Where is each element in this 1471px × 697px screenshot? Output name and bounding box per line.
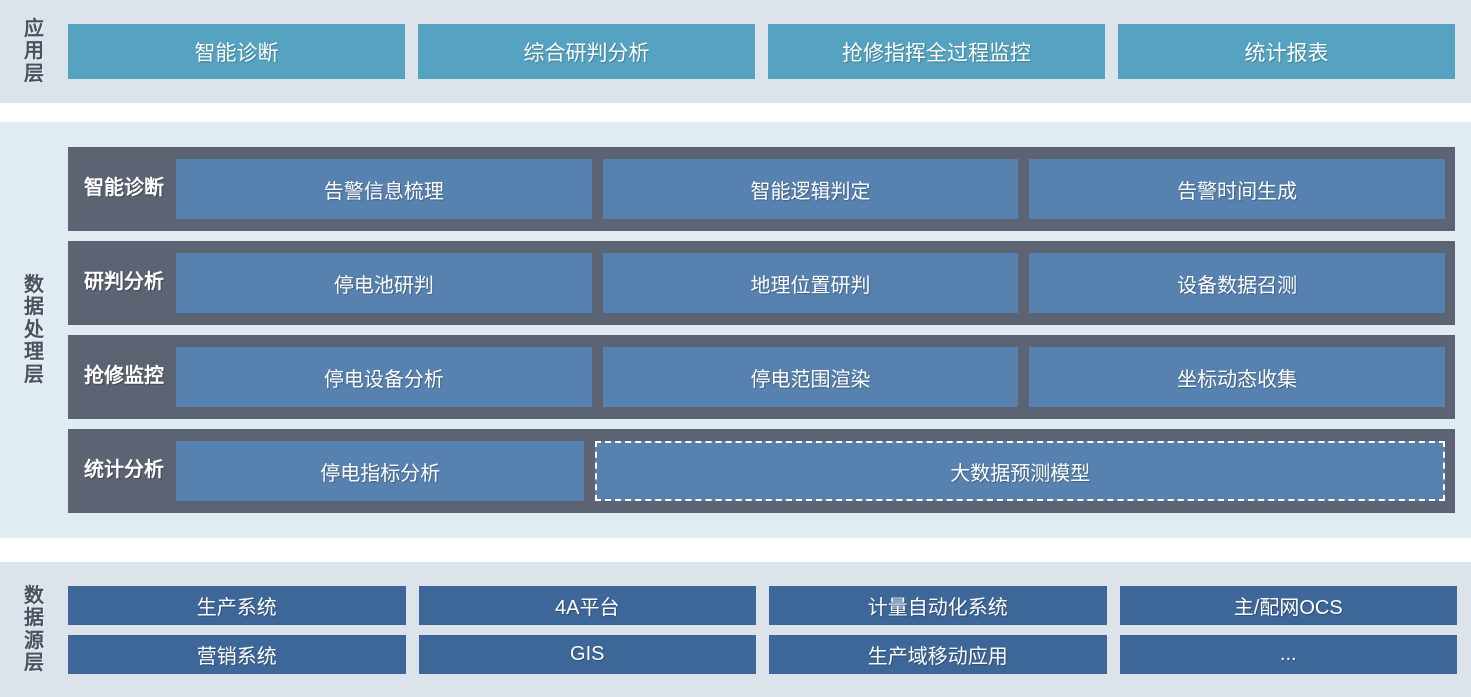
app-box-repair-command-monitoring[interactable]: 抢修指挥全过程监控 bbox=[768, 24, 1105, 79]
source-box-marketing-system[interactable]: 营销系统 bbox=[68, 634, 406, 674]
source-box-gis[interactable]: GIS bbox=[418, 634, 756, 674]
process-cell-outage-range-rendering[interactable]: 停电范围渲染 bbox=[602, 347, 1019, 407]
data-source-row-2: 营销系统 GIS 生产域移动应用 ... bbox=[68, 634, 1457, 674]
process-cell-outage-device-analysis[interactable]: 停电设备分析 bbox=[176, 347, 592, 407]
app-box-intelligent-diagnosis[interactable]: 智能诊断 bbox=[68, 24, 405, 79]
application-layer-band: 应用层 智能诊断 综合研判分析 抢修指挥全过程监控 统计报表 bbox=[0, 0, 1471, 103]
process-row-cells: 告警信息梳理 智能逻辑判定 告警时间生成 bbox=[176, 159, 1446, 219]
source-box-main-distribution-ocs[interactable]: 主/配网OCS bbox=[1119, 585, 1457, 625]
process-row-label-judgement-analysis: 研判分析 bbox=[84, 271, 164, 294]
process-cell-geographic-location-judgement[interactable]: 地理位置研判 bbox=[602, 253, 1019, 313]
data-processing-layer-title-text: 数据处理层 bbox=[24, 274, 44, 386]
process-row-repair-monitoring: 抢修监控 停电设备分析 停电范围渲染 坐标动态收集 bbox=[68, 335, 1455, 419]
app-box-statistical-report[interactable]: 统计报表 bbox=[1118, 24, 1455, 79]
app-box-comprehensive-analysis[interactable]: 综合研判分析 bbox=[418, 24, 755, 79]
process-row-label-repair-monitoring: 抢修监控 bbox=[84, 365, 164, 388]
process-row-cells: 停电设备分析 停电范围渲染 坐标动态收集 bbox=[176, 347, 1446, 407]
data-source-layer-title: 数据源层 bbox=[0, 562, 68, 697]
process-cell-outage-indicator-analysis[interactable]: 停电指标分析 bbox=[176, 441, 585, 501]
process-row-statistical-analysis: 统计分析 停电指标分析 大数据预测模型 bbox=[68, 429, 1455, 513]
data-processing-layer-title: 数据处理层 bbox=[0, 122, 68, 538]
data-source-boxes: 生产系统 4A平台 计量自动化系统 主/配网OCS 营销系统 GIS 生产域移动… bbox=[68, 562, 1471, 697]
process-cell-coordinate-dynamic-collection[interactable]: 坐标动态收集 bbox=[1029, 347, 1446, 407]
source-box-4a-platform[interactable]: 4A平台 bbox=[418, 585, 756, 625]
application-layer-title: 应用层 bbox=[0, 0, 68, 103]
data-source-layer-band: 数据源层 生产系统 4A平台 计量自动化系统 主/配网OCS 营销系统 GIS … bbox=[0, 562, 1471, 697]
process-cell-bigdata-prediction-model[interactable]: 大数据预测模型 bbox=[595, 441, 1445, 501]
process-cell-device-data-polling[interactable]: 设备数据召测 bbox=[1029, 253, 1446, 313]
process-row-label-statistical-analysis: 统计分析 bbox=[84, 459, 164, 482]
source-box-more[interactable]: ... bbox=[1119, 634, 1457, 674]
process-row-intelligent-diagnosis: 智能诊断 告警信息梳理 智能逻辑判定 告警时间生成 bbox=[68, 147, 1455, 231]
data-processing-rows: 智能诊断 告警信息梳理 智能逻辑判定 告警时间生成 研判分析 停电池研判 地理位… bbox=[68, 122, 1471, 538]
process-cell-outage-pool-judgement[interactable]: 停电池研判 bbox=[176, 253, 592, 313]
process-row-label-intelligent-diagnosis: 智能诊断 bbox=[84, 177, 164, 200]
data-source-row-1: 生产系统 4A平台 计量自动化系统 主/配网OCS bbox=[68, 585, 1457, 625]
process-row-cells: 停电池研判 地理位置研判 设备数据召测 bbox=[176, 253, 1446, 313]
application-layer-title-text: 应用层 bbox=[24, 17, 44, 85]
process-cell-intelligent-logic-judgement[interactable]: 智能逻辑判定 bbox=[602, 159, 1019, 219]
source-box-metering-automation-system[interactable]: 计量自动化系统 bbox=[769, 585, 1107, 625]
process-row-judgement-analysis: 研判分析 停电池研判 地理位置研判 设备数据召测 bbox=[68, 241, 1455, 325]
process-row-cells: 停电指标分析 大数据预测模型 bbox=[176, 441, 1445, 501]
source-box-production-mobile-application[interactable]: 生产域移动应用 bbox=[769, 634, 1107, 674]
application-layer-boxes: 智能诊断 综合研判分析 抢修指挥全过程监控 统计报表 bbox=[68, 0, 1471, 103]
source-box-production-system[interactable]: 生产系统 bbox=[68, 585, 406, 625]
data-source-layer-title-text: 数据源层 bbox=[24, 584, 44, 674]
process-cell-alarm-time-generation[interactable]: 告警时间生成 bbox=[1029, 159, 1446, 219]
data-processing-layer-band: 数据处理层 智能诊断 告警信息梳理 智能逻辑判定 告警时间生成 研判分析 停电池… bbox=[0, 122, 1471, 538]
process-cell-alarm-info-sorting[interactable]: 告警信息梳理 bbox=[176, 159, 592, 219]
